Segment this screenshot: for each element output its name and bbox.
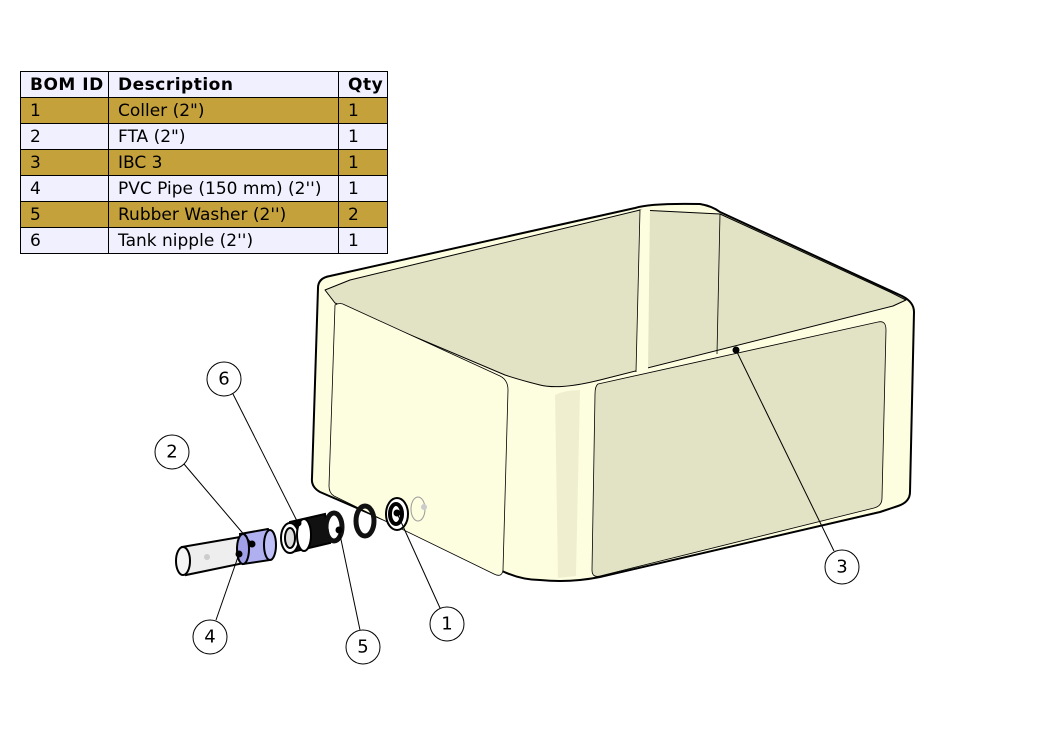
svg-text:3: 3 bbox=[836, 557, 847, 578]
bom-description: IBC 3 bbox=[108, 149, 339, 176]
header-bom-id: BOM ID bbox=[20, 71, 109, 98]
bom-description: PVC Pipe (150 mm) (2'') bbox=[108, 175, 339, 202]
svg-text:2: 2 bbox=[166, 442, 177, 463]
bom-qty: 1 bbox=[338, 227, 388, 254]
bom-qty: 1 bbox=[338, 149, 388, 176]
bom-description: Coller (2") bbox=[108, 97, 339, 124]
callout-2: 2 bbox=[154, 434, 190, 470]
callout-3: 3 bbox=[824, 549, 860, 585]
callout-6: 6 bbox=[206, 361, 242, 397]
bom-description: FTA (2") bbox=[108, 123, 339, 150]
bom-id: 6 bbox=[20, 227, 109, 254]
bom-id: 4 bbox=[20, 175, 109, 202]
callout-4: 4 bbox=[192, 619, 228, 655]
fta-fitting bbox=[236, 527, 277, 566]
svg-text:1: 1 bbox=[441, 614, 452, 635]
bom-description: Tank nipple (2'') bbox=[108, 227, 339, 254]
bom-qty: 2 bbox=[338, 201, 388, 228]
callout-5: 5 bbox=[345, 629, 381, 665]
callout-1: 1 bbox=[429, 606, 465, 642]
leader-lines bbox=[183, 346, 835, 631]
tank-nipple bbox=[280, 512, 332, 554]
rubber-washer bbox=[323, 503, 377, 544]
bom-qty: 1 bbox=[338, 175, 388, 202]
bom-description: Rubber Washer (2'') bbox=[108, 201, 339, 228]
bom-qty: 1 bbox=[338, 97, 388, 124]
svg-text:5: 5 bbox=[357, 637, 368, 658]
bom-id: 3 bbox=[20, 149, 109, 176]
svg-text:6: 6 bbox=[218, 369, 229, 390]
bom-qty: 1 bbox=[338, 123, 388, 150]
ibc-tank bbox=[310, 202, 915, 582]
bom-header-row: BOM ID Description Qty bbox=[20, 71, 388, 98]
bom-id: 2 bbox=[20, 123, 109, 150]
bom-id: 5 bbox=[20, 201, 109, 228]
svg-text:4: 4 bbox=[204, 627, 215, 648]
